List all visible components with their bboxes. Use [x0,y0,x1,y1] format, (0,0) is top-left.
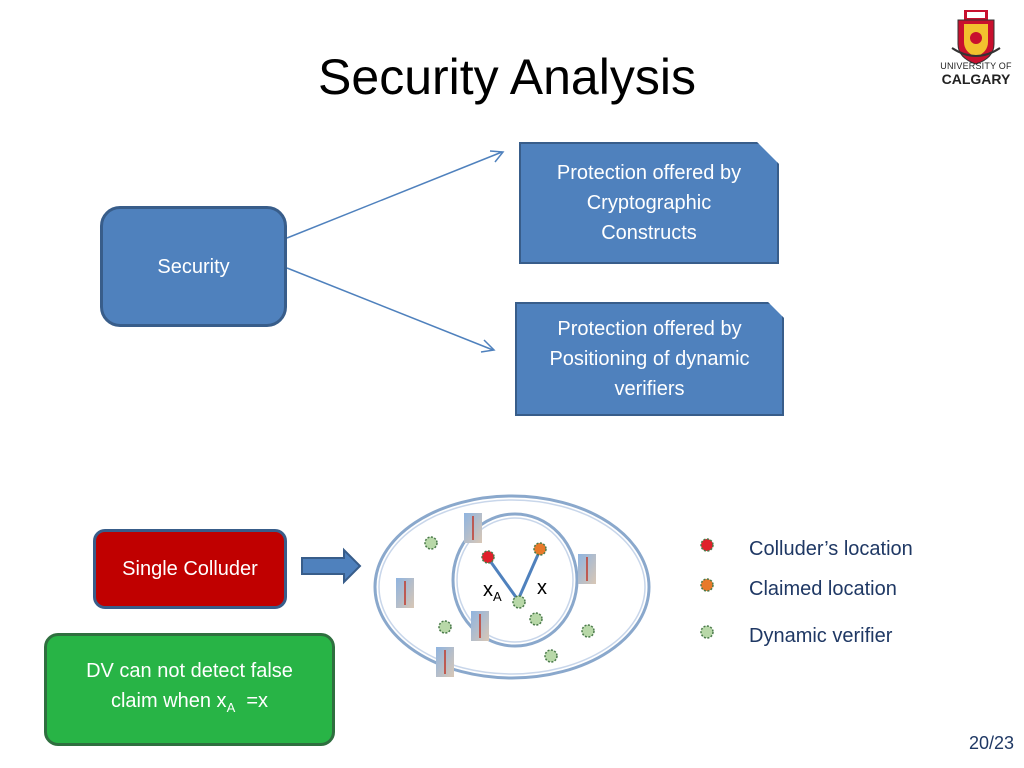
legend-verifier-label: Dynamic verifier [749,625,893,647]
slide-title: Security Analysis [318,49,696,105]
slide-number: 20/23 [968,733,1014,753]
legend-colluder-dot-icon [700,538,714,552]
verifier-dot-icon [512,595,526,609]
legend-claimed-label: Claimed location [749,578,897,600]
inner-range-circle [451,512,579,648]
verifier-dot-icon [544,649,558,663]
verifier-dot-icon [529,612,543,626]
verifier-dot-icon [581,624,595,638]
tower-icon [578,554,596,584]
single-colluder-box: Single Colluder [93,529,287,609]
security-box: Security [100,206,287,327]
positioning-line-3: verifiers [614,378,685,400]
block-arrow-icon [301,547,362,585]
xa-label-sub: A [493,589,502,604]
crypto-line-2: Cryptographic [586,192,712,214]
colluder-dot-icon [481,550,495,564]
xa-label-x: x [483,579,493,601]
dv-note-suffix: =x [246,690,269,712]
legend-verifier-dot-icon [700,625,714,639]
tower-icon [396,578,414,608]
verifier-dot-icon [438,620,452,634]
tower-icon [471,611,489,641]
tower-icon [464,513,482,543]
xa-label: xA [483,579,502,604]
x-label: x [537,577,547,599]
single-colluder-label: Single Colluder [122,558,258,580]
positioning-line-2: Positioning of dynamic [549,348,750,370]
claimed-dot-icon [533,542,547,556]
dv-note-prefix: claim when x [110,690,227,712]
dv-note-line-2: claim when xA =x [111,686,268,723]
positioning-protection-box: Protection offered by Positioning of dyn… [515,302,784,416]
dv-note-box: DV can not detect false claim when xA =x [44,633,335,746]
verifier-dot-icon [424,536,438,550]
crypto-protection-box: Protection offered by Cryptographic Cons… [519,142,779,264]
crypto-line-3: Constructs [601,222,697,244]
crypto-line-1: Protection offered by [556,162,742,184]
logo-text-line1: UNIVERSITY OF [940,61,1012,71]
dv-note-sub: A [226,700,236,715]
dv-note-line-1: DV can not detect false [86,660,293,682]
outer-range-circle [373,494,651,680]
positioning-line-1: Protection offered by [557,318,742,340]
security-label: Security [157,255,230,278]
tower-icon [436,647,454,677]
legend-claimed-dot-icon [700,578,714,592]
logo-text-line2: CALGARY [941,71,1011,87]
legend-colluder-label: Colluder’s location [749,538,913,560]
university-crest-icon [951,10,1001,65]
